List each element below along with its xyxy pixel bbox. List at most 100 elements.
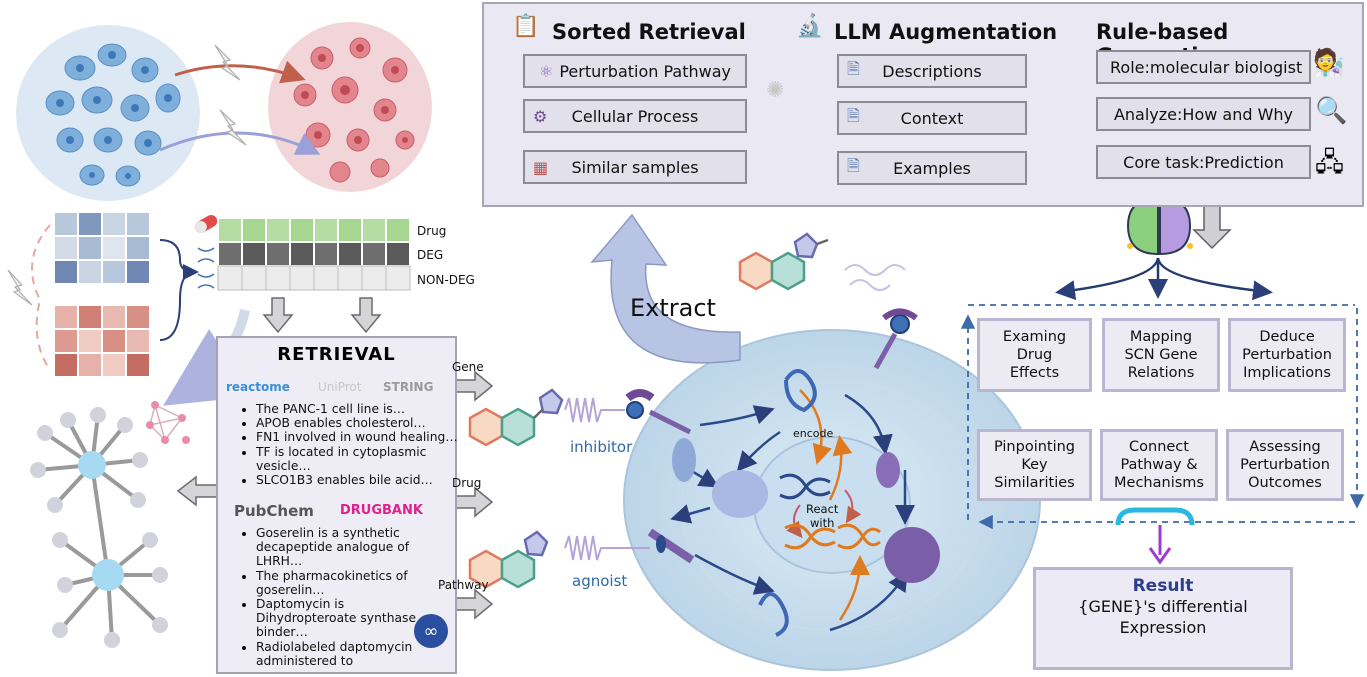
task-line: Deduce (1259, 329, 1315, 345)
analysis-icon: 🔍 (1315, 96, 1348, 126)
llm-augmentation-title: LLM Augmentation (834, 20, 1058, 44)
pill-examples: 🗎 Examples (837, 151, 1027, 185)
cell-process-icon: ⚙ (533, 106, 548, 126)
pill-analyze: Analyze:How and Why (1096, 97, 1311, 131)
reactome-logo: reactome (226, 380, 290, 394)
dna-strands (779, 473, 881, 550)
task-line: Perturbation (1242, 347, 1332, 363)
healthy-cell-dish (16, 25, 200, 201)
lightning-icon (7, 44, 247, 306)
pill-label: Descriptions (882, 61, 982, 81)
scientist-icon: 🔬 (796, 14, 824, 39)
pill-label: Role:molecular biologist (1110, 57, 1303, 77)
encode-label: encode (793, 427, 834, 440)
retrieval-box: RETRIEVAL reactome UniProt STRING The PA… (216, 336, 458, 674)
brain-icon (1126, 189, 1193, 256)
pill-descriptions: 🗎 Descriptions (837, 54, 1027, 88)
pill-perturbation-pathway: ⚛ Perturbation Pathway (523, 54, 747, 88)
task-line: Connect (1129, 439, 1189, 455)
down-arrow-icon (262, 297, 382, 334)
clipboard-icon: 📋 (512, 14, 540, 39)
pill-label: Perturbation Pathway (559, 61, 732, 81)
extract-label: Extract (630, 294, 716, 322)
pill-label: Cellular Process (571, 106, 699, 126)
extract-arrow-icon (590, 213, 741, 364)
with-label: with (810, 516, 835, 530)
task-line: Similarities (994, 475, 1075, 491)
react-label: React (806, 502, 839, 516)
label-non-deg: NON-DEG (417, 273, 475, 287)
pill-label: Similar samples (571, 157, 699, 177)
network-icon: 🖧 (1315, 148, 1344, 178)
arrow-label-drug: Drug (452, 476, 482, 490)
pathway-arrows (670, 393, 915, 632)
pill-cellular-process: ⚙ Cellular Process (523, 99, 747, 133)
pill-label: Context (900, 108, 964, 128)
pill-label: Core task:Prediction (1123, 152, 1284, 172)
pill-label: Examples (893, 158, 971, 178)
task-line: Drug (1016, 347, 1053, 363)
document-icon: 🗎 (847, 155, 860, 175)
pubchem-logo: PubChem (234, 502, 314, 520)
task-line: Implications (1243, 365, 1331, 381)
react-with-label: React with (806, 502, 838, 530)
list-item: Radiolabeled daptomycin administered to (256, 640, 434, 668)
cell-diagram (623, 329, 1041, 671)
pathway-icon: ⚛ (538, 61, 554, 81)
list-item: Goserelin is a synthetic decapeptide ana… (256, 526, 434, 569)
task-line: Pathway & (1120, 457, 1198, 473)
list-item: APOB enables cholesterol… (256, 416, 471, 430)
perturbed-cell-dish (268, 22, 432, 192)
sorted-retrieval-title: Sorted Retrieval (552, 20, 746, 44)
document-icon: 🗎 (847, 58, 860, 78)
inhibitor-label: inhibitor (570, 438, 633, 456)
task-line: Key (1021, 457, 1048, 473)
signal-wave (564, 264, 906, 561)
pill-role: Role:molecular biologist (1096, 50, 1311, 84)
pill-label: Analyze:How and Why (1113, 104, 1294, 124)
document-icon: 🗎 (847, 105, 860, 125)
receptor-icon (625, 308, 918, 564)
arrow-label-gene: Gene (452, 360, 484, 374)
result-box: Result {GENE}'s differential Expression (1033, 567, 1293, 670)
list-item: The PANC-1 cell line is… (256, 402, 471, 416)
list-item: Daptomycin is Dihydropteroate synthase b… (256, 597, 434, 640)
result-line-1: {GENE}'s differential (1078, 597, 1248, 616)
pill-similar-samples: ▦ Similar samples (523, 150, 747, 184)
retrieval-title: RETRIEVAL (277, 344, 396, 365)
task-line: Perturbation (1240, 457, 1330, 473)
string-logo: STRING (383, 380, 434, 394)
list-item: SLCO1B3 enables bile acid… (256, 473, 471, 487)
task-line: Pinpointing (993, 439, 1076, 455)
drug-deg-matrix (217, 217, 411, 291)
gene-knowledge-list: The PANC-1 cell line is… APOB enables ch… (238, 402, 471, 487)
agonist-label: agnoist (572, 572, 628, 590)
heatmap-icon: ▦ (533, 157, 549, 177)
arrow-label-pathway: Pathway (438, 578, 489, 592)
kegg-logo-icon: ∞ (414, 614, 448, 648)
uniprot-logo: UniProt (318, 380, 362, 394)
pill-context: 🗎 Context (837, 101, 1027, 135)
dna-icon (197, 247, 215, 289)
task-line: Examing (1002, 329, 1067, 345)
task-line: Outcomes (1248, 475, 1322, 491)
result-line-2: Expression (1119, 618, 1207, 637)
label-deg: DEG (417, 248, 444, 262)
list-item: The pharmacokinetics of goserelin… (256, 569, 434, 597)
biologist-icon: 🧑‍🔬 (1312, 48, 1345, 78)
task-line: Mapping (1129, 329, 1193, 345)
pill-core-task: Core task:Prediction (1096, 145, 1311, 179)
label-drug: Drug (417, 224, 447, 238)
task-line: Assessing (1249, 439, 1321, 455)
result-title: Result (1132, 576, 1194, 596)
list-item: TF is located in cytoplasmic vesicle… (256, 445, 471, 473)
gene-network-graph (30, 401, 190, 648)
task-line: Effects (1009, 365, 1060, 381)
